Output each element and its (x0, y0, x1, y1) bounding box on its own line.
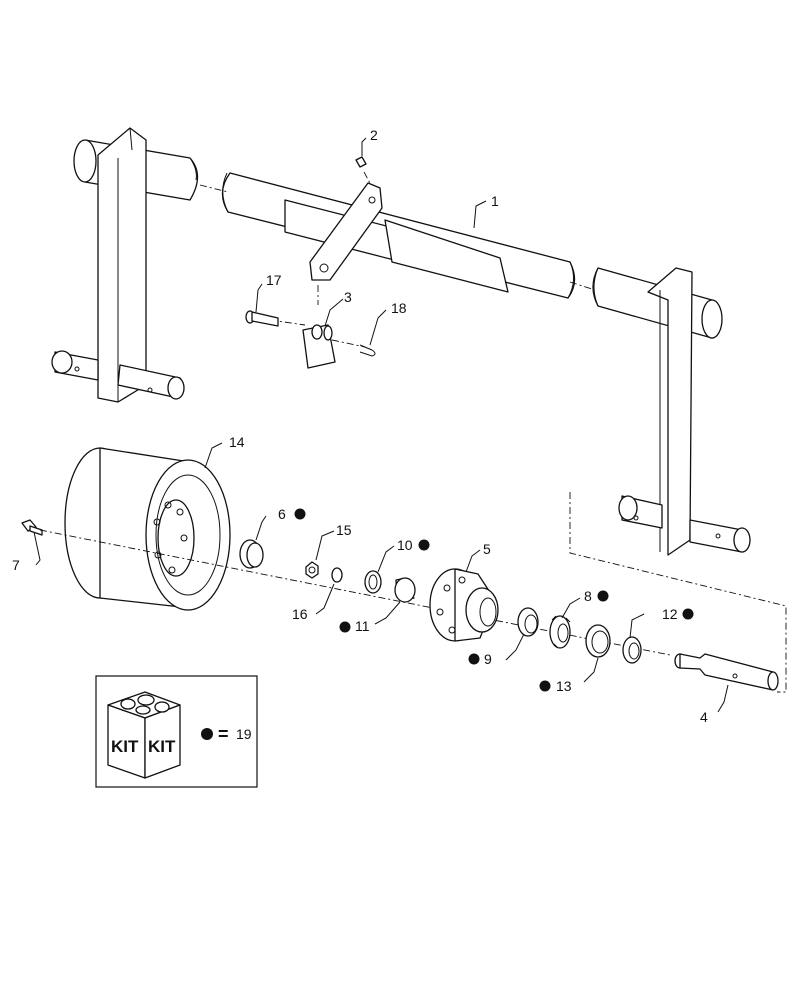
bolt-7 (21, 519, 43, 536)
main-axle-tube (221, 172, 576, 299)
bearing-cup-13 (585, 624, 611, 658)
legend-equals: = (218, 724, 229, 744)
washer-16 (331, 567, 343, 583)
callout-9: 9 (484, 651, 492, 667)
seal-12 (622, 636, 642, 664)
kit-dot-13 (539, 680, 551, 692)
seal-6 (239, 539, 264, 569)
callout-3: 3 (344, 289, 352, 305)
left-frame-bracket (51, 127, 199, 403)
kit-dot-6 (294, 508, 306, 520)
clevis-pin-17 (245, 310, 279, 327)
hairpin-clip-18 (359, 344, 376, 357)
spindle-4 (674, 653, 779, 691)
bearing-cup-11 (394, 577, 416, 603)
callout-16: 16 (292, 606, 308, 622)
leader-lines (33, 137, 729, 713)
kit-dot-9 (468, 653, 480, 665)
kit-label-left: KIT (111, 737, 139, 756)
callout-17: 17 (266, 272, 282, 288)
kit-legend: KIT KIT = 19 (95, 675, 258, 788)
kit-dot-8 (597, 590, 609, 602)
callout-6: 6 (278, 506, 286, 522)
callout-18: 18 (391, 300, 407, 316)
callout-15: 15 (336, 522, 352, 538)
seal-10 (364, 570, 382, 594)
nut-15 (305, 561, 319, 579)
hub-5 (429, 568, 499, 642)
callout-2: 2 (370, 127, 378, 143)
callout-labels: 1 2 3 4 5 6 7 8 9 10 11 12 13 14 15 16 1… (12, 127, 708, 725)
kit-box-icon: KIT KIT (107, 691, 181, 779)
kit-dot-12 (682, 608, 694, 620)
callout-8: 8 (584, 588, 592, 604)
callout-4: 4 (700, 709, 708, 725)
callout-11: 11 (355, 618, 370, 634)
bearing-cup-9 (517, 607, 539, 637)
bearing-cone-8 (549, 615, 571, 649)
callout-5: 5 (483, 541, 491, 557)
kit-marker-dots (294, 508, 694, 692)
legend-kit-dot (201, 728, 213, 740)
callout-1: 1 (491, 193, 499, 209)
callout-7: 7 (12, 557, 20, 573)
kit-label-right: KIT (148, 737, 176, 756)
callout-12: 12 (662, 606, 678, 622)
kit-dot-11 (339, 621, 351, 633)
right-frame-bracket (592, 267, 751, 556)
wheel-rim-14 (64, 447, 231, 611)
screw-2 (355, 156, 367, 168)
kit-dot-10 (418, 539, 430, 551)
clevis-3 (302, 324, 336, 369)
legend-kit-number: 19 (236, 726, 252, 742)
callout-13: 13 (556, 678, 572, 694)
callout-14: 14 (229, 434, 245, 450)
callout-10: 10 (397, 537, 413, 553)
